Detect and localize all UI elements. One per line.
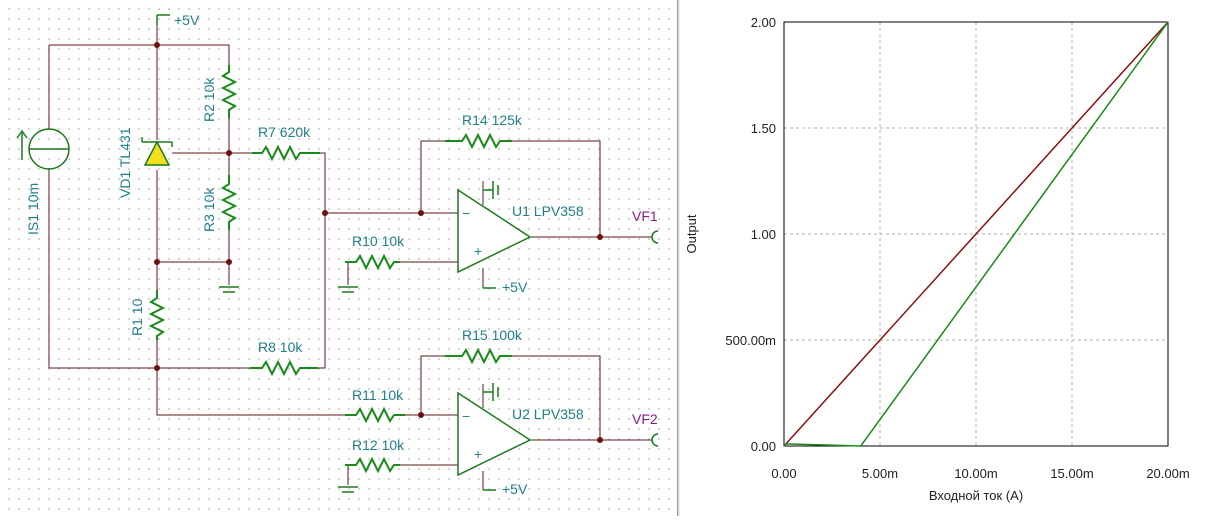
x-tick-label: 20.00m <box>1146 466 1189 481</box>
r14-label: R14 125k <box>462 112 523 128</box>
vcc-top-symbol[interactable]: +5V <box>156 12 200 28</box>
chart-svg: 0.00 5.00m 10.00m 15.00m 20.00m 0.00 500.00m 1… <box>684 15 1190 503</box>
y-tick-label: 2.00 <box>751 15 776 30</box>
resistor-r15[interactable]: R15 100k <box>445 327 523 365</box>
ground-symbol-u1 <box>483 181 499 199</box>
plot-area-frame <box>783 21 1169 447</box>
r15-label: R15 100k <box>462 327 523 343</box>
x-tick-label: 0.00 <box>771 466 796 481</box>
vf2-label: VF2 <box>632 411 658 427</box>
y-tick-labels: 0.00 500.00m 1.00 1.50 2.00 <box>725 15 776 454</box>
x-axis-label: Входной ток (A) <box>929 488 1023 503</box>
r10-label: R10 10k <box>352 233 405 249</box>
probe-vf2[interactable]: VF2 <box>632 411 659 447</box>
ground-symbol-3 <box>338 486 358 493</box>
r2-label: R2 10k <box>201 77 217 122</box>
u2-minus-sign: − <box>462 408 470 424</box>
u1-vcc-label: +5V <box>502 279 528 295</box>
series-line-1 <box>783 21 1169 447</box>
y-tick-label: 1.00 <box>751 227 776 242</box>
r3-label: R3 10k <box>201 187 217 232</box>
x-tick-label: 10.00m <box>954 466 997 481</box>
u1-plus-sign: + <box>474 243 482 259</box>
junction-nodes <box>154 42 603 443</box>
resistor-r8[interactable]: R8 10k <box>250 339 318 377</box>
x-tick-labels: 0.00 5.00m 10.00m 15.00m 20.00m <box>771 466 1189 481</box>
x-tick-label: 15.00m <box>1050 466 1093 481</box>
schematic-canvas[interactable]: +5V IS1 10m VD1 TL431 R2 10k <box>0 0 677 516</box>
r1-label: R1 10 <box>129 298 145 336</box>
resistor-r3[interactable]: R3 10k <box>201 175 238 232</box>
resistor-r7[interactable]: R7 620k <box>252 124 320 162</box>
r11-label: R11 10k <box>352 387 404 403</box>
u1-minus-sign: − <box>462 205 470 221</box>
resistor-r1[interactable]: R1 10 <box>129 290 166 340</box>
plot-panel[interactable]: 0.00 5.00m 10.00m 15.00m 20.00m 0.00 500.00m 1… <box>680 0 1214 516</box>
ground-symbol-u2 <box>483 383 499 401</box>
resistor-r12[interactable]: R12 10k <box>345 437 405 474</box>
ground-symbol-1 <box>219 286 239 293</box>
y-tick-label: 0.00 <box>751 439 776 454</box>
u1-label: U1 LPV358 <box>512 203 584 219</box>
vd1-label: VD1 TL431 <box>117 127 133 198</box>
vcc-top-label: +5V <box>174 12 200 28</box>
y-tick-label: 1.50 <box>751 121 776 136</box>
current-source-is1[interactable]: IS1 10m <box>16 128 70 235</box>
resistor-r10[interactable]: R10 10k <box>345 233 405 271</box>
u2-label: U2 LPV358 <box>512 406 584 422</box>
panel-splitter[interactable] <box>677 0 680 516</box>
y-axis-label: Output <box>684 214 699 253</box>
opamp-u1[interactable]: − + U1 LPV358 +5V <box>457 188 584 295</box>
resistor-r11[interactable]: R11 10k <box>345 387 405 424</box>
ground-symbol-2 <box>338 286 358 293</box>
zener-vd1[interactable]: VD1 TL431 <box>117 127 173 198</box>
schematic-svg: +5V IS1 10m VD1 TL431 R2 10k <box>16 12 659 497</box>
r12-label: R12 10k <box>352 437 405 453</box>
u2-plus-sign: + <box>474 446 482 462</box>
x-tick-label: 5.00m <box>862 466 898 481</box>
wires <box>48 22 652 490</box>
resistor-r2[interactable]: R2 10k <box>201 65 238 122</box>
opamp-u2[interactable]: − + U2 LPV358 +5V <box>457 391 584 497</box>
y-tick-label: 500.00m <box>725 333 776 348</box>
chart-series-group <box>783 21 1169 447</box>
is1-label: IS1 10m <box>25 183 41 235</box>
series-line-2 <box>783 21 1169 447</box>
resistor-r14[interactable]: R14 125k <box>445 112 523 150</box>
r7-label: R7 620k <box>258 124 311 140</box>
r8-label: R8 10k <box>258 339 303 355</box>
probe-vf1[interactable]: VF1 <box>632 208 659 244</box>
u2-vcc-label: +5V <box>502 481 528 497</box>
vf1-label: VF1 <box>632 208 658 224</box>
